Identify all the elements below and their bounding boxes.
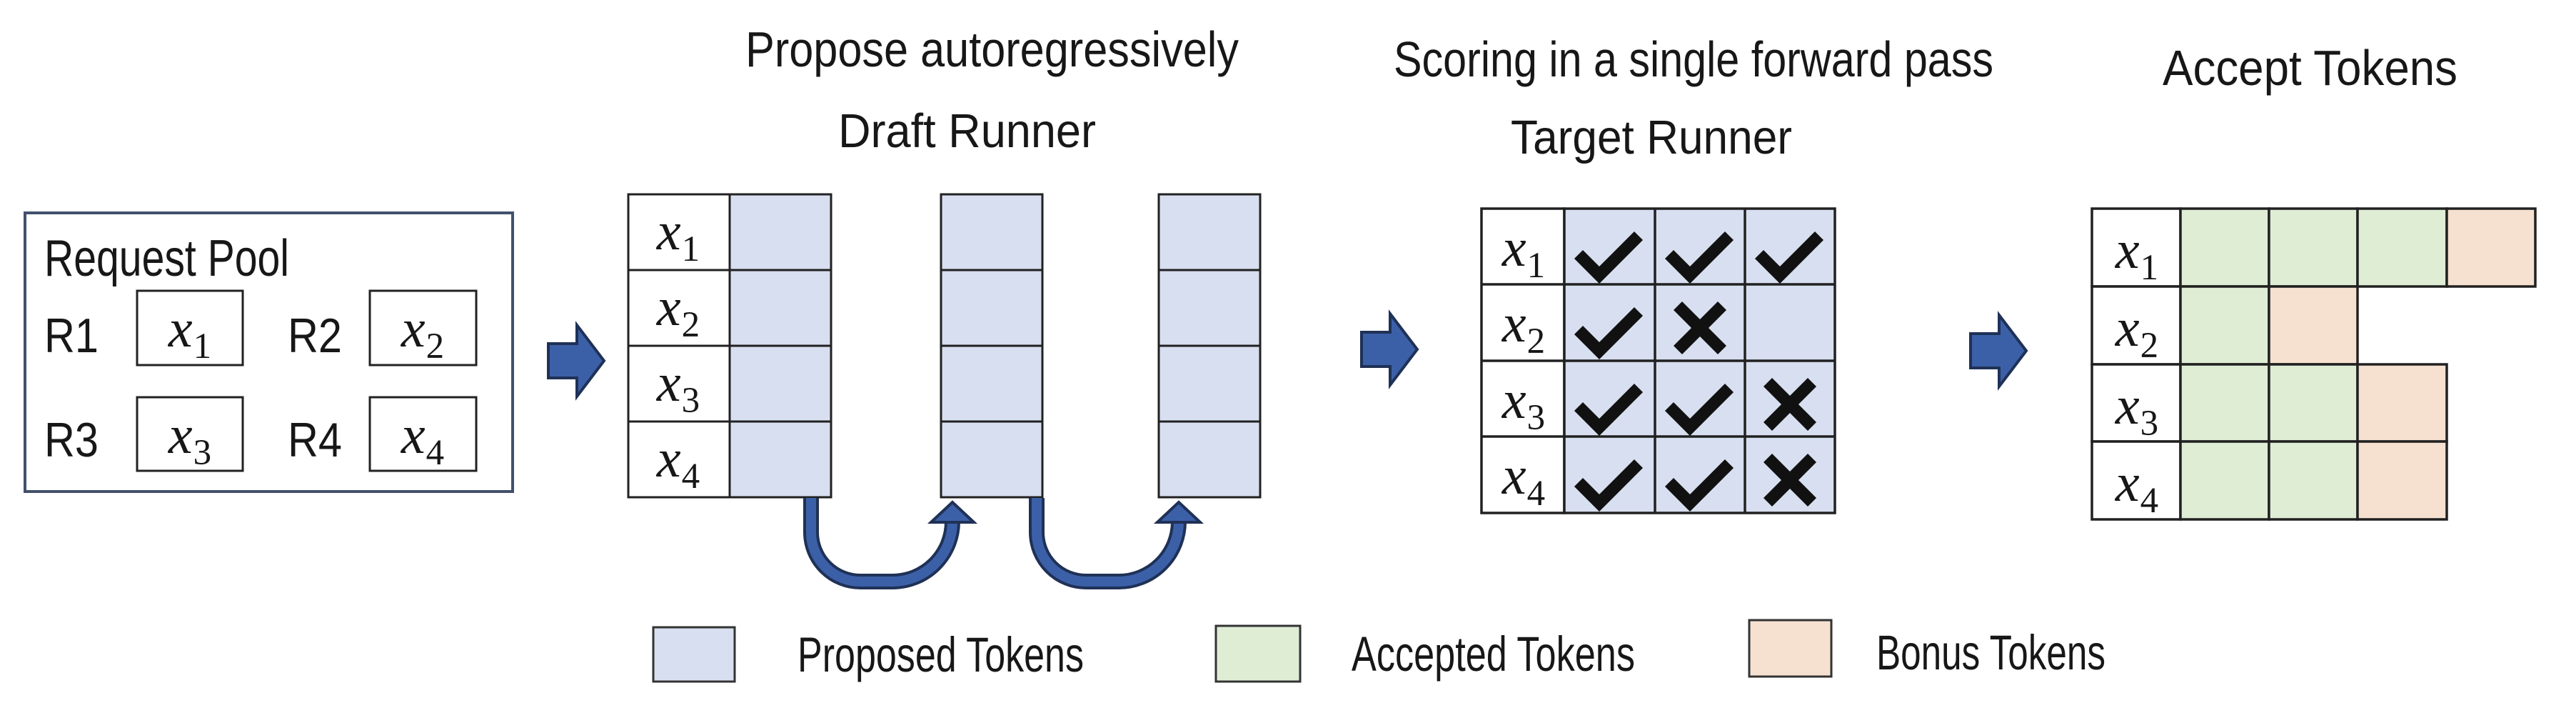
svg-text:x1: x1 <box>1501 218 1545 286</box>
svg-text:x4: x4 <box>1501 446 1545 514</box>
svg-text:Proposed Tokens: Proposed Tokens <box>798 627 1084 682</box>
svg-text:Request Pool: Request Pool <box>44 230 289 287</box>
svg-text:x4: x4 <box>656 429 700 497</box>
svg-text:x1: x1 <box>2115 220 2158 288</box>
svg-text:Target Runner: Target Runner <box>1511 111 1792 164</box>
svg-text:x2: x2 <box>656 277 700 345</box>
svg-text:Propose autoregressively: Propose autoregressively <box>745 21 1239 77</box>
svg-text:Bonus Tokens: Bonus Tokens <box>1876 625 2105 680</box>
svg-text:R3: R3 <box>44 413 99 467</box>
svg-text:Accepted Tokens: Accepted Tokens <box>1352 627 1635 682</box>
svg-text:x2: x2 <box>2115 298 2158 366</box>
svg-text:x2: x2 <box>1501 294 1545 362</box>
svg-text:x3: x3 <box>656 353 700 421</box>
svg-text:x2: x2 <box>401 299 444 367</box>
svg-text:Accept Tokens: Accept Tokens <box>2163 40 2457 96</box>
svg-text:x4: x4 <box>2115 453 2158 521</box>
svg-text:x1: x1 <box>656 201 700 269</box>
svg-text:Draft Runner: Draft Runner <box>838 104 1096 158</box>
svg-text:x3: x3 <box>2115 376 2158 444</box>
svg-text:R2: R2 <box>288 309 342 363</box>
svg-text:x3: x3 <box>168 405 211 473</box>
svg-text:x3: x3 <box>1501 370 1545 438</box>
svg-text:x4: x4 <box>401 405 444 473</box>
svg-text:R1: R1 <box>44 309 99 363</box>
svg-text:x1: x1 <box>168 299 211 367</box>
svg-text:Scoring in a single forward pa: Scoring in a single forward pass <box>1394 31 1993 87</box>
svg-text:R4: R4 <box>288 413 342 467</box>
